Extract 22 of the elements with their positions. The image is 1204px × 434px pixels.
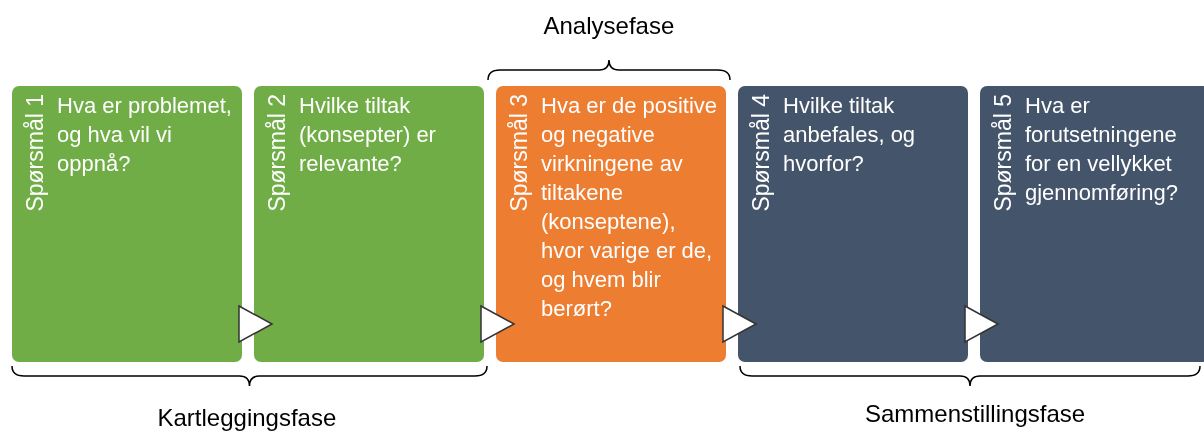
process-box xyxy=(738,86,968,362)
step-label: Spørsmål 1 xyxy=(22,94,48,212)
step-label: Spørsmål 5 xyxy=(990,94,1016,212)
arrow xyxy=(238,305,273,343)
step-label: Spørsmål 4 xyxy=(748,94,774,212)
arrow xyxy=(964,305,999,343)
process-box xyxy=(496,86,726,362)
phase-label: Kartleggingsfase xyxy=(157,404,337,432)
process-box xyxy=(254,86,484,362)
question-text: Hva er de positive og negative virkningene av tiltakene (konseptene), hvor varige er de, og hvem blir berørt? xyxy=(541,92,719,323)
step-label: Spørsmål 3 xyxy=(506,94,532,212)
process-box xyxy=(12,86,242,362)
arrow xyxy=(722,305,757,343)
question-text: Hva er forutsetningene for en vellykket gjennomføring? xyxy=(1025,92,1179,207)
step-label: Spørsmål 2 xyxy=(264,94,290,212)
question-text: Hvilke tiltak anbefales, og hvorfor? xyxy=(783,92,917,178)
arrow xyxy=(480,305,515,343)
question-text: Hvilke tiltak (konsepter) er relevante? xyxy=(299,92,437,178)
process-box xyxy=(980,86,1204,362)
phase-label: Sammenstillingsfase xyxy=(865,400,1086,428)
phase-label: Analysefase xyxy=(543,12,675,40)
question-text: Hva er problemet, og hva vil vi oppnå? xyxy=(57,92,233,178)
